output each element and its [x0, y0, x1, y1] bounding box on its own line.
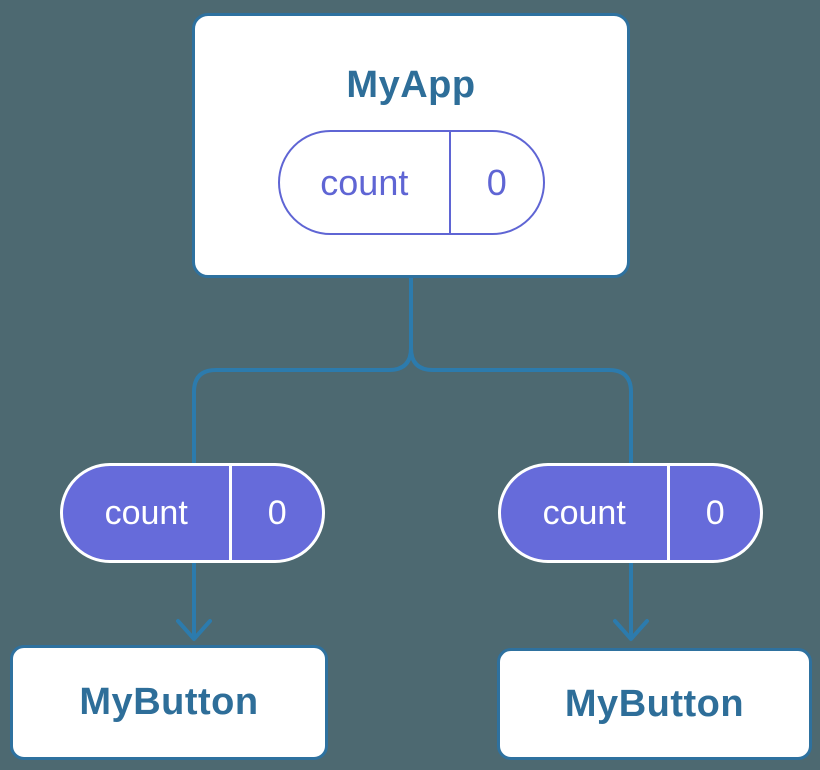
state-name: count — [280, 132, 452, 233]
child-component-title: MyButton — [79, 681, 259, 723]
prop-name: count — [501, 466, 671, 560]
state-value: 0 — [486, 161, 507, 203]
prop-value: 0 — [267, 493, 287, 532]
prop-name: count — [63, 466, 233, 560]
state-pill: count 0 — [277, 130, 545, 235]
branch-line-right — [409, 276, 633, 470]
arrow-down-icon — [176, 619, 212, 641]
arrow-down-icon — [613, 619, 649, 641]
child-component-card-right: MyButton — [497, 648, 812, 760]
prop-pill-right: count 0 — [498, 463, 763, 563]
prop-pill-left: count 0 — [60, 463, 325, 563]
root-component-card: MyApp count 0 — [192, 13, 630, 278]
branch-line-left — [192, 276, 413, 470]
child-component-card-left: MyButton — [10, 645, 328, 760]
child-component-title: MyButton — [564, 682, 745, 725]
prop-value: 0 — [705, 493, 725, 532]
root-component-title: MyApp — [346, 64, 476, 106]
